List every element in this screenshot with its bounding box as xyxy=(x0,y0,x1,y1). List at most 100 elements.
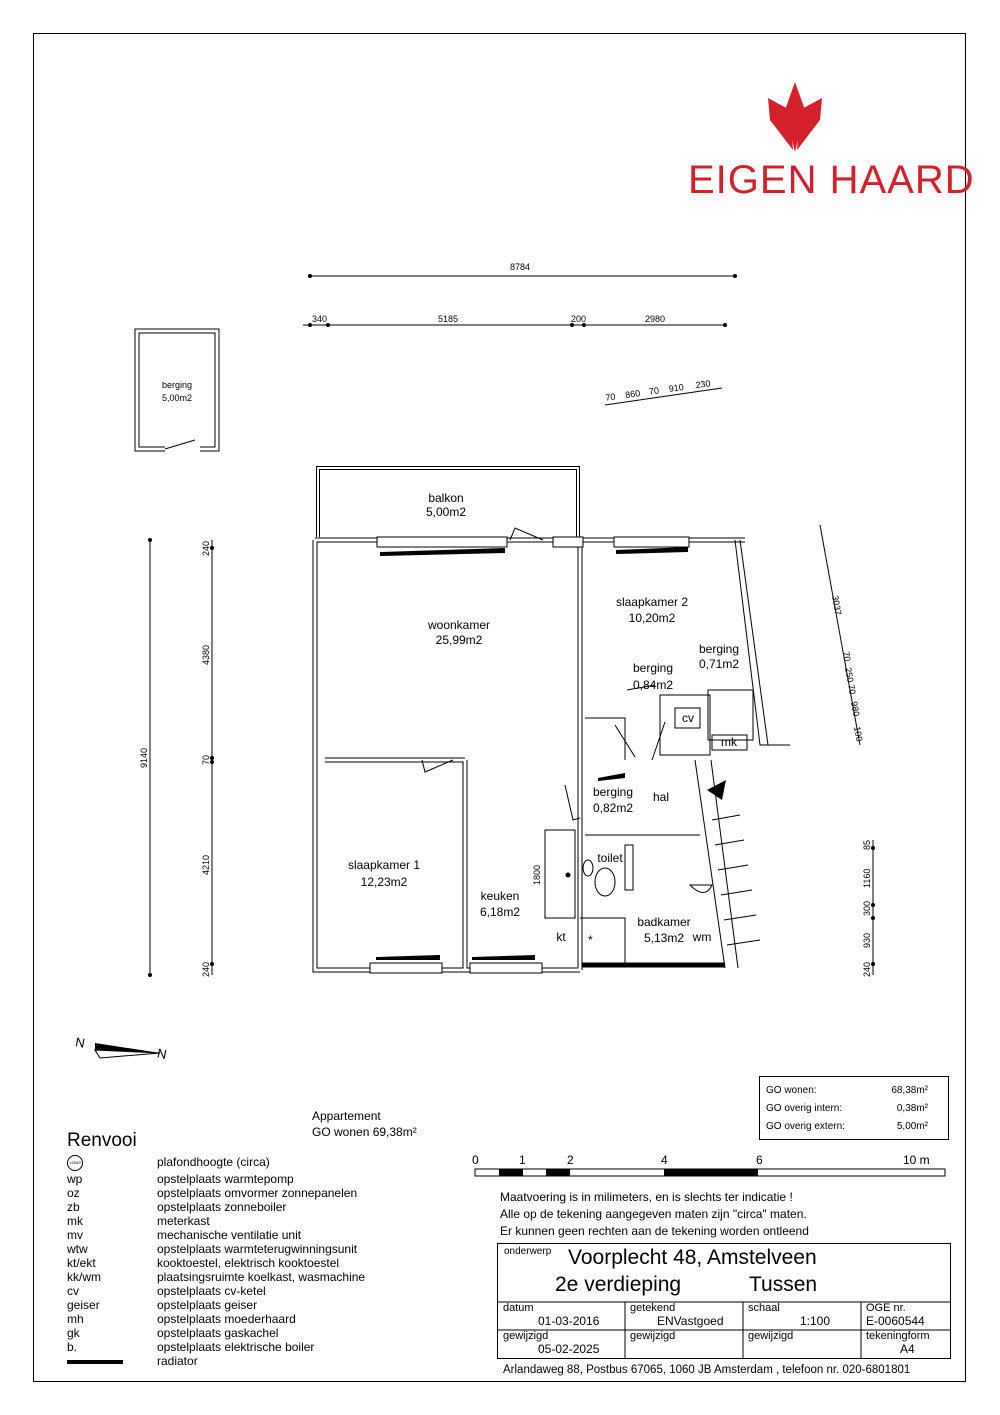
tb-gewijzigd2-label: gewijzigd xyxy=(630,1330,676,1342)
room-area-slaapkamer2: 10,20m2 xyxy=(629,611,676,625)
tb-tekeningform: A4 xyxy=(900,1342,915,1356)
dim-left-part: 4380 xyxy=(201,645,211,665)
room-name-slaapkamer2: slaapkamer 2 xyxy=(616,595,688,609)
dim-keuken: 1800 xyxy=(532,865,542,885)
dim-right-slant: 3037 xyxy=(830,595,843,616)
legend-desc: plafondhoogte (circa) xyxy=(157,1155,270,1169)
area-label: GO wonen: xyxy=(766,1085,817,1096)
logo-text: EIGEN HAARD xyxy=(688,158,975,202)
dim-slant-top: 230 xyxy=(695,378,711,390)
floor-plan: * 8784 340 5185 200 2980 70 860 70 910 2… xyxy=(74,262,875,1062)
logo-mark-icon xyxy=(768,82,822,152)
ceiling-height-icon: ±2540 xyxy=(67,1155,83,1171)
dim-left-part: 240 xyxy=(201,962,211,977)
room-name-berging-ext: berging xyxy=(162,380,192,390)
room-name-badkamer: badkamer xyxy=(637,915,690,929)
dim-right-slant: 100 xyxy=(852,726,864,743)
tb-floor: 2e verdieping xyxy=(555,1273,682,1296)
tb-schaal: 1:100 xyxy=(800,1314,831,1328)
tb-datum-label: datum xyxy=(503,1302,534,1314)
dim-slant-top: 70 xyxy=(605,392,616,403)
dim-slant-top: 70 xyxy=(648,385,659,396)
tb-oge-label: OGE nr. xyxy=(866,1302,906,1314)
scale-tick: 10 m xyxy=(903,1153,930,1167)
scale-tick: 4 xyxy=(661,1153,668,1167)
dim-slant-top: 860 xyxy=(625,388,641,400)
room-area-keuken: 6,18m2 xyxy=(480,905,520,919)
room-area-berging-ext: 5,00m2 xyxy=(162,393,192,403)
drawing-frame xyxy=(33,33,966,1382)
dim-right-part: 930 xyxy=(862,933,872,948)
dim-right-part: 85 xyxy=(862,840,872,850)
dim-right-slant: 70 xyxy=(841,651,853,663)
area-value: 68,38m² xyxy=(891,1085,928,1096)
dim-top-part: 340 xyxy=(312,314,327,324)
room-name-berging082: berging xyxy=(593,785,633,799)
dim-top-total: 8784 xyxy=(510,262,530,272)
label-kt: kt xyxy=(556,930,566,944)
dim-right-part: 1160 xyxy=(862,869,872,888)
label-wm: wm xyxy=(692,930,712,944)
room-area-balkon: 5,00m2 xyxy=(426,505,466,519)
scale-tick: 0 xyxy=(472,1153,479,1167)
scale-tick: 2 xyxy=(567,1153,574,1167)
dim-right-part: 300 xyxy=(862,901,872,916)
area-label: GO overig extern: xyxy=(766,1121,845,1132)
room-area-berging084: 0,84m2 xyxy=(633,678,673,692)
tb-gewijzigd: 05-02-2025 xyxy=(538,1342,600,1356)
area-label: GO overig intern: xyxy=(766,1103,843,1114)
scale-tick: 6 xyxy=(756,1153,763,1167)
tb-getekend: ENVastgoed xyxy=(657,1314,724,1328)
summary-line2: GO wonen 69,38m² xyxy=(312,1125,417,1139)
radiator-icon xyxy=(67,1360,123,1364)
tb-onderwerp-label: onderwerp xyxy=(504,1246,552,1257)
compass-icon xyxy=(94,1043,161,1059)
compass-label: N xyxy=(156,1046,168,1062)
tb-type: Tussen xyxy=(749,1273,818,1296)
dim-top-part: 5185 xyxy=(438,314,458,324)
room-name-berging084: berging xyxy=(633,661,673,675)
label-cv: cv xyxy=(682,711,694,725)
room-area-woonkamer: 25,99m2 xyxy=(436,633,483,647)
tb-tekeningform-label: tekeningform xyxy=(866,1330,930,1342)
svg-text:*: * xyxy=(588,933,593,947)
area-value: 5,00m² xyxy=(896,1121,928,1132)
dim-top-part: 200 xyxy=(571,314,586,324)
room-name-balkon: balkon xyxy=(428,491,463,505)
dim-left-total: 9140 xyxy=(139,748,149,768)
summary-line1: Appartement xyxy=(312,1109,381,1123)
title-block xyxy=(497,1243,951,1359)
dim-left-part: 4210 xyxy=(201,855,211,875)
dim-left-part: 70 xyxy=(201,755,211,765)
room-area-berging071: 0,71m2 xyxy=(699,657,739,671)
renvooi-title: Renvooi xyxy=(67,1130,137,1151)
tb-footer: Arlandaweg 88, Postbus 67065, 1060 JB Am… xyxy=(503,1364,911,1376)
scale-bar: 0 1 2 4 6 10 m xyxy=(472,1153,946,1177)
room-area-badkamer: 5,13m2 xyxy=(644,931,684,945)
dim-right-part: 240 xyxy=(862,962,872,977)
note: Maatvoering is in milimeters, en is slec… xyxy=(500,1190,793,1204)
dim-top-part: 2980 xyxy=(645,314,665,324)
dim-left-part: 240 xyxy=(201,541,211,556)
label-hal: hal xyxy=(653,790,669,804)
dim-right-slant: 980 xyxy=(849,701,861,718)
areas-table: GO wonen: 68,38m² GO overig intern: 0,38… xyxy=(759,1076,949,1140)
label-mk: mk xyxy=(721,735,738,749)
dim-slant-top: 910 xyxy=(668,382,684,394)
area-value: 0,38m² xyxy=(896,1103,928,1114)
tb-datum: 01-03-2016 xyxy=(538,1314,600,1328)
dim-right-slant: 70 xyxy=(846,684,858,696)
tb-schaal-label: schaal xyxy=(748,1302,780,1314)
room-name-berging071: berging xyxy=(699,642,739,656)
tb-oge: E-0060544 xyxy=(866,1314,925,1328)
tb-gewijzigd3-label: gewijzigd xyxy=(748,1330,794,1342)
compass-label: N xyxy=(74,1034,86,1050)
scale-tick: 1 xyxy=(519,1153,526,1167)
dim-right-slant: 250 xyxy=(843,667,855,684)
room-name-woonkamer: woonkamer xyxy=(427,618,490,632)
room-name-slaapkamer1: slaapkamer 1 xyxy=(348,858,420,872)
note: Er kunnen geen rechten aan de tekening w… xyxy=(500,1224,809,1238)
note: Alle op de tekening aangegeven maten zij… xyxy=(500,1207,807,1221)
room-area-berging082: 0,82m2 xyxy=(593,801,633,815)
room-area-slaapkamer1: 12,23m2 xyxy=(361,875,408,889)
